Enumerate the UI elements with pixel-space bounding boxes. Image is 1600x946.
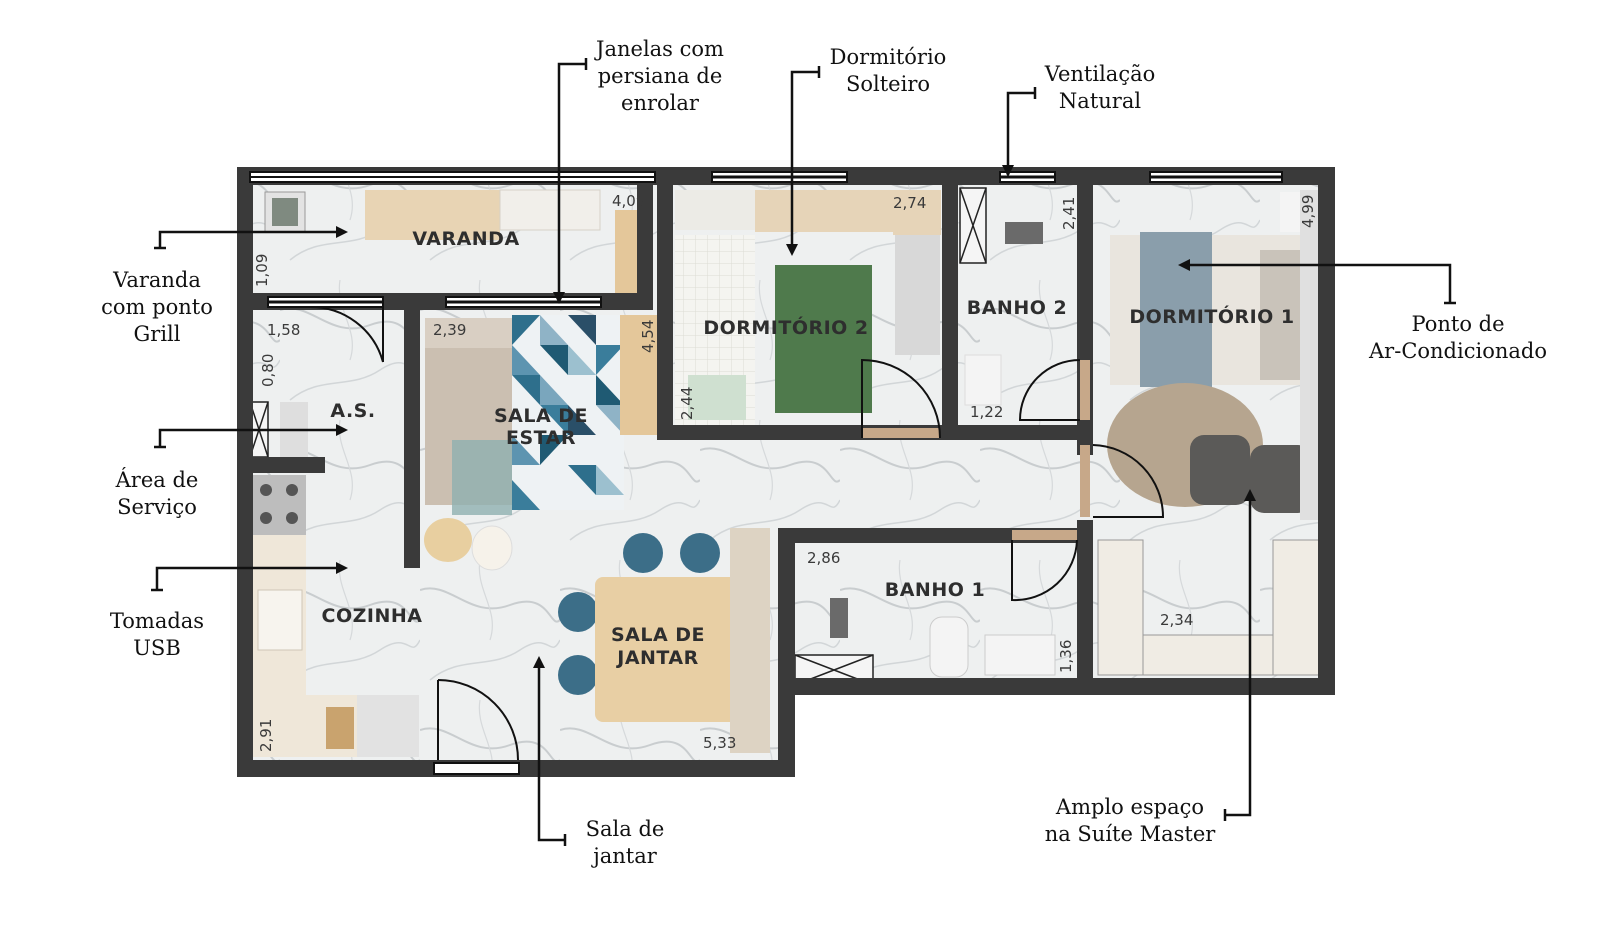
callout-lines xyxy=(151,58,1456,846)
dim-dorm1-w: 2,34 xyxy=(1160,611,1193,629)
dim-banho1-h: 1,36 xyxy=(1057,640,1075,673)
callout-ventilacao: Ventilação Natural xyxy=(1025,61,1175,115)
callout-area-servico-line1: Área de xyxy=(115,468,199,492)
callout-janelas-line1: Janelas com xyxy=(596,37,724,61)
dim-sala-h: 4,54 xyxy=(639,320,657,353)
callout-dormitorio-solteiro: Dormitório Solteiro xyxy=(808,44,968,98)
dim-varanda-h: 1,09 xyxy=(253,254,271,287)
dim-banho2-w: 2,41 xyxy=(1060,197,1078,230)
callout-dormitorio-solteiro-line1: Dormitório xyxy=(829,45,947,69)
dim-cozinha-h: 2,91 xyxy=(257,719,275,752)
dim-banho1-w: 2,86 xyxy=(807,549,840,567)
callout-varanda-grill-line1: Varanda xyxy=(113,268,201,292)
callout-sala-jantar-line2: jantar xyxy=(593,844,657,868)
room-cozinha: COZINHA xyxy=(322,605,423,627)
callout-suite-master: Amplo espaço na Suíte Master xyxy=(1030,794,1230,848)
room-labels: VARANDA A.S. SALA DE ESTAR DORMITÓRIO 2 … xyxy=(322,228,1295,669)
callout-tomadas-usb-line2: USB xyxy=(133,636,181,660)
callout-area-servico-line2: Serviço xyxy=(117,495,197,519)
dim-dorm1-h: 4,99 xyxy=(1299,195,1317,228)
callout-varanda-grill-line2: com ponto xyxy=(101,295,213,319)
room-area-servico: A.S. xyxy=(330,400,375,422)
callout-ventilacao-line2: Natural xyxy=(1058,89,1142,113)
callout-ar-condicionado-line2: Ar-Condicionado xyxy=(1369,339,1547,363)
room-sala-jantar-1: SALA DE xyxy=(611,624,705,646)
dimension-labels: 4,09 1,09 1,58 0,80 2,39 4,54 2,74 2,44 … xyxy=(253,192,1317,752)
callout-sala-jantar: Sala de jantar xyxy=(570,816,680,870)
room-sala-estar-2: ESTAR xyxy=(506,427,576,449)
room-varanda: VARANDA xyxy=(412,228,519,250)
callout-tomadas-usb-line1: Tomadas xyxy=(109,609,205,633)
room-dormitorio-2: DORMITÓRIO 2 xyxy=(703,315,868,339)
dim-banho2-h: 1,22 xyxy=(970,403,1003,421)
callout-arrowheads xyxy=(336,165,1256,668)
dim-varanda-w: 4,09 xyxy=(612,192,645,210)
callout-suite-master-line1: Amplo espaço xyxy=(1055,795,1205,819)
doors xyxy=(309,305,1165,761)
callout-ar-condicionado: Ponto de Ar-Condicionado xyxy=(1358,311,1558,365)
windows xyxy=(249,171,1283,775)
dim-sala-w: 2,39 xyxy=(433,321,466,339)
callout-tomadas-usb: Tomadas USB xyxy=(92,608,222,662)
callout-ar-condicionado-line1: Ponto de xyxy=(1411,312,1505,336)
callout-janelas-line2: persiana de xyxy=(597,64,723,88)
room-banho-2: BANHO 2 xyxy=(967,297,1067,319)
room-sala-estar-1: SALA DE xyxy=(494,405,588,427)
dim-dorm2-w: 2,74 xyxy=(893,194,926,212)
room-sala-jantar-2: JANTAR xyxy=(615,647,699,669)
rug-pattern xyxy=(512,315,624,510)
dim-as-h: 0,80 xyxy=(259,354,277,387)
dim-dorm2-h: 2,44 xyxy=(678,387,696,420)
callout-ventilacao-line1: Ventilação xyxy=(1044,62,1156,86)
dim-as-w: 1,58 xyxy=(267,321,300,339)
dim-jantar-w: 5,33 xyxy=(703,734,736,752)
callout-suite-master-line2: na Suíte Master xyxy=(1044,822,1216,846)
callout-varanda-grill: Varanda com ponto Grill xyxy=(82,267,232,348)
callout-sala-jantar-line1: Sala de xyxy=(585,817,665,841)
callout-varanda-grill-line3: Grill xyxy=(133,322,181,346)
callout-janelas-line3: enrolar xyxy=(621,91,699,115)
callout-janelas: Janelas com persiana de enrolar xyxy=(575,36,745,117)
room-banho-1: BANHO 1 xyxy=(885,579,985,601)
callout-dormitorio-solteiro-line2: Solteiro xyxy=(845,72,930,96)
callout-area-servico: Área de Serviço xyxy=(92,467,222,521)
room-dormitorio-1: DORMITÓRIO 1 xyxy=(1129,304,1294,328)
